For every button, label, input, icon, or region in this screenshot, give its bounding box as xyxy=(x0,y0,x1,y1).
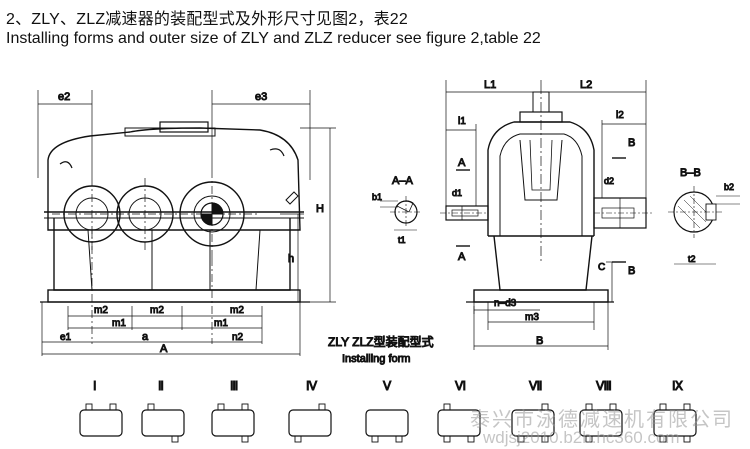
label-A-top: A xyxy=(458,157,466,169)
dim-m1-right: m1 xyxy=(214,318,228,329)
dim-n-d3: n–d3 xyxy=(494,298,517,309)
form-label-6: Ⅵ xyxy=(455,379,466,393)
dim-b1: b1 xyxy=(372,192,382,202)
label-B-top: B xyxy=(628,137,635,149)
dim-h: h xyxy=(288,253,294,265)
form-label-1: Ⅰ xyxy=(93,379,97,393)
form-diagram-7 xyxy=(511,403,555,443)
installing-forms-row: Ⅰ Ⅱ Ⅲ Ⅳ Ⅴ Ⅵ Ⅶ Ⅷ Ⅸ xyxy=(79,379,697,443)
form-label-2: Ⅱ xyxy=(158,379,164,393)
dim-d1: d1 xyxy=(452,188,462,198)
section-b-b-title: B–B xyxy=(680,167,701,179)
form-diagram-1 xyxy=(79,403,123,437)
dim-A: A xyxy=(160,343,168,355)
form-diagram-8 xyxy=(579,403,623,443)
dim-e2: e2 xyxy=(58,91,70,103)
watermark-site: wdjsj2010.b2b.hc360.com xyxy=(483,428,680,447)
form-diagram-6 xyxy=(437,403,481,443)
dim-m2-left: m2 xyxy=(94,305,108,316)
front-view: e2 e3 H h m2 m2 m2 m1 m1 e1 a n2 A xyxy=(37,90,336,356)
dim-e1: e1 xyxy=(60,332,72,343)
section-a-a: A–A b1 t1 xyxy=(372,175,422,246)
dim-b2: b2 xyxy=(724,182,734,192)
form-diagram-2 xyxy=(141,403,185,443)
dim-B-width: B xyxy=(536,335,543,347)
dim-m2-mid: m2 xyxy=(150,305,164,316)
installing-caption-cn: ZLY ZLZ型装配型式 xyxy=(328,335,434,349)
dim-l2: l2 xyxy=(616,110,624,121)
form-label-4: Ⅳ xyxy=(306,379,317,393)
form-diagram-5 xyxy=(365,409,409,443)
dim-L2: L2 xyxy=(580,79,592,91)
dim-l1: l1 xyxy=(458,116,466,127)
side-view: L1 L2 l1 l2 A A d1 d2 B B C n–d3 m3 B xyxy=(440,79,652,350)
dim-n2: n2 xyxy=(232,332,244,343)
form-diagram-4 xyxy=(288,403,332,443)
dim-e3: e3 xyxy=(255,91,267,103)
dim-C: C xyxy=(598,262,605,273)
form-label-8: Ⅷ xyxy=(596,379,612,393)
section-b-b: B–B b2 t2 xyxy=(668,167,740,265)
form-label-5: Ⅴ xyxy=(383,379,392,393)
label-B-bottom: B xyxy=(628,265,635,277)
title-chinese: 2、ZLY、ZLZ减速器的装配型式及外形尺寸见图2，表22 xyxy=(6,11,408,28)
dim-H: H xyxy=(316,203,324,215)
installing-caption-en: Installing form xyxy=(342,353,410,365)
form-label-9: Ⅸ xyxy=(672,379,683,393)
section-a-a-title: A–A xyxy=(392,175,413,187)
form-label-7: Ⅶ xyxy=(529,379,542,393)
dim-d2: d2 xyxy=(604,176,614,186)
dim-t1: t1 xyxy=(398,235,406,245)
dim-t2: t2 xyxy=(688,254,696,264)
dim-m3: m3 xyxy=(525,312,539,323)
title-english: Installing forms and outer size of ZLY a… xyxy=(6,30,541,47)
dim-m2-right: m2 xyxy=(230,305,244,316)
dim-L1: L1 xyxy=(484,79,496,91)
watermark-company: 泰兴市泳德减速机有限公司 xyxy=(470,409,734,431)
dim-a: a xyxy=(142,331,149,343)
form-label-3: Ⅲ xyxy=(230,379,238,393)
form-diagram-3 xyxy=(211,403,255,443)
label-A-bottom: A xyxy=(458,251,466,263)
dim-m1-left: m1 xyxy=(112,318,126,329)
form-diagram-9 xyxy=(653,403,697,443)
